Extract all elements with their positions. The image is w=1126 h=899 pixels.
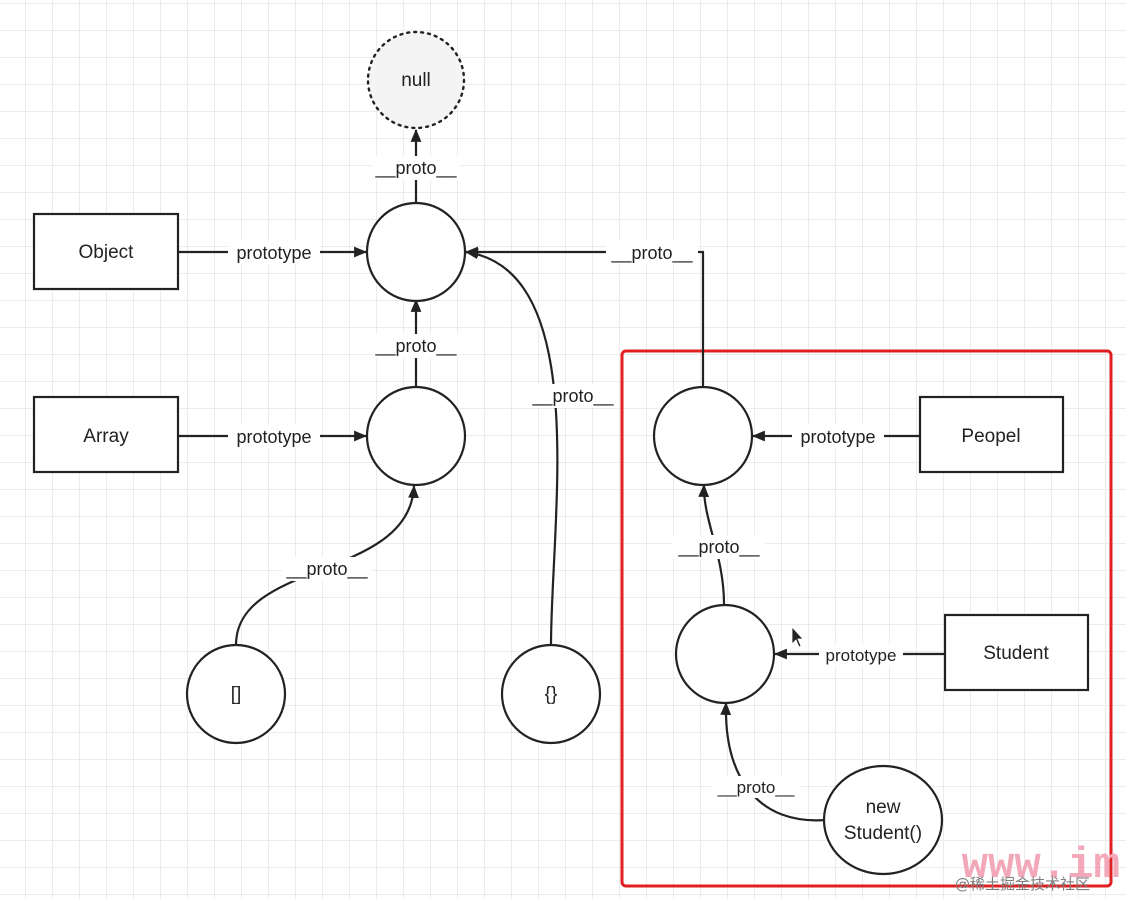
edge-objlit-to-objproto bbox=[464, 248, 559, 646]
array-literal-node: [] bbox=[185, 643, 287, 745]
edge-label-prototype: prototype bbox=[800, 427, 875, 447]
peopel-constructor-node: Peopel bbox=[918, 395, 1065, 474]
object-prototype-node bbox=[365, 201, 467, 303]
edge-peopelproto-to-objproto bbox=[464, 246, 705, 386]
label-arrproto-proto: __proto__ bbox=[372, 334, 460, 358]
edge-label-proto: __proto__ bbox=[285, 559, 368, 580]
watermark-subtext: @稀土掘金技术社区 bbox=[955, 875, 1091, 893]
label-peopelproto-proto: __proto__ bbox=[606, 241, 698, 265]
array-prototype-node bbox=[365, 385, 467, 487]
edge-label-prototype: prototype bbox=[826, 646, 897, 665]
label-student-prototype: prototype bbox=[819, 644, 903, 666]
new-student-label-line2: Student() bbox=[844, 823, 922, 844]
label-peopel-prototype: prototype bbox=[792, 425, 884, 449]
label-arrlit-proto: __proto__ bbox=[282, 557, 372, 581]
edge-label-proto: __proto__ bbox=[374, 336, 457, 357]
peopel-prototype-node bbox=[652, 385, 754, 487]
edge-label-proto: __proto__ bbox=[610, 243, 693, 264]
highlight-box bbox=[620, 349, 1113, 888]
label-object-prototype: prototype bbox=[228, 241, 320, 265]
null-node: null bbox=[366, 30, 466, 130]
label-newstudent-proto: __proto__ bbox=[712, 776, 800, 798]
array-constructor-node: Array bbox=[32, 395, 180, 474]
student-label: Student bbox=[983, 643, 1049, 664]
edge-label-proto: __proto__ bbox=[677, 537, 760, 558]
student-constructor-node: Student bbox=[943, 613, 1090, 692]
mouse-cursor-icon bbox=[791, 625, 804, 648]
array-label: Array bbox=[83, 426, 129, 447]
object-constructor-node: Object bbox=[32, 212, 180, 291]
label-null-proto: __proto__ bbox=[372, 156, 460, 180]
object-literal-node: {} bbox=[500, 643, 602, 745]
student-prototype-node bbox=[674, 603, 776, 705]
null-label: null bbox=[401, 70, 431, 91]
edge-label-prototype: prototype bbox=[236, 243, 311, 263]
array-literal-label: [] bbox=[231, 684, 242, 705]
label-objlit-proto: __proto__ bbox=[528, 384, 618, 408]
edge-label-prototype: prototype bbox=[236, 427, 311, 447]
new-student-label-line1: new bbox=[866, 797, 901, 818]
new-student-instance-node: new Student() bbox=[822, 764, 944, 876]
edge-label-proto: __proto__ bbox=[374, 158, 457, 179]
watermark: www.im bbox=[961, 841, 1120, 891]
peopel-label: Peopel bbox=[961, 426, 1020, 447]
object-literal-label: {} bbox=[545, 684, 558, 705]
label-array-prototype: prototype bbox=[228, 425, 320, 449]
object-label: Object bbox=[79, 242, 135, 263]
edge-newstudent-to-stuproto bbox=[720, 701, 827, 822]
edge-label-proto: __proto__ bbox=[531, 386, 614, 407]
edge-label-proto: __proto__ bbox=[717, 778, 795, 797]
label-stuproto-proto: __proto__ bbox=[673, 535, 765, 559]
